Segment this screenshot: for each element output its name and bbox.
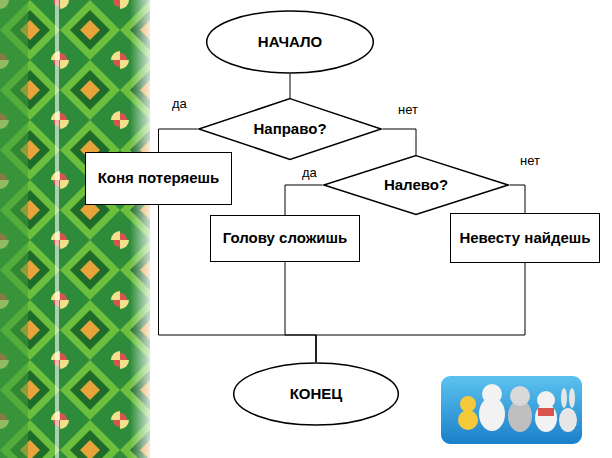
branch-label: нет [518,153,542,169]
patchwork-strip [0,0,156,458]
node-text: Коня потеряешь [94,169,224,188]
connector [285,185,322,215]
decision-diamond: Налево? [322,155,510,215]
process-box: Невесту найдешь [450,213,600,263]
decision-diamond: Направо? [197,98,383,160]
connector [290,74,291,98]
node-text: Невесту найдешь [455,229,594,248]
mascot-picture [440,375,583,445]
connector [383,129,416,155]
branch-label: да [300,165,319,181]
connector [510,185,525,213]
node-text: Направо? [249,120,330,139]
node-text: НАЧАЛО [254,33,326,52]
end-terminal: КОНЕЦ [232,362,400,426]
node-text: КОНЕЦ [286,385,347,404]
branch-label: да [170,96,189,112]
process-box: Коня потеряешь [85,152,232,205]
connector [159,129,198,152]
branch-label: нет [396,102,420,118]
node-text: Голову сложишь [219,229,352,248]
process-box: Голову сложишь [210,215,360,262]
connector [285,262,316,362]
node-text: Налево? [380,176,452,195]
connector [316,263,525,362]
start-terminal: НАЧАЛО [205,10,375,74]
